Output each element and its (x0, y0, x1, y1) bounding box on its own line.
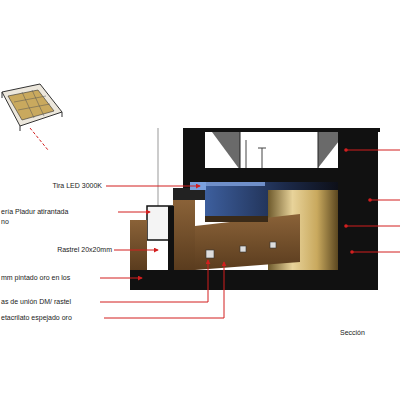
part-label: mm pintado oro en los (1, 273, 70, 282)
part-label: Tira LED 3000K (52, 181, 102, 190)
thumbnail-view (2, 84, 62, 150)
part-label: etacrilato espejado oro (1, 313, 72, 322)
part-label: no (1, 217, 9, 226)
part-label: ería Pladur atirantada (1, 207, 68, 216)
leader-lines (100, 150, 400, 318)
part-label: as de unión DM/ rastel (1, 297, 71, 306)
view-caption: Sección (340, 328, 365, 337)
section-drawing (130, 128, 380, 290)
part-label: Rastrel 20x20mm (57, 245, 112, 254)
leader-dots (344, 148, 372, 254)
